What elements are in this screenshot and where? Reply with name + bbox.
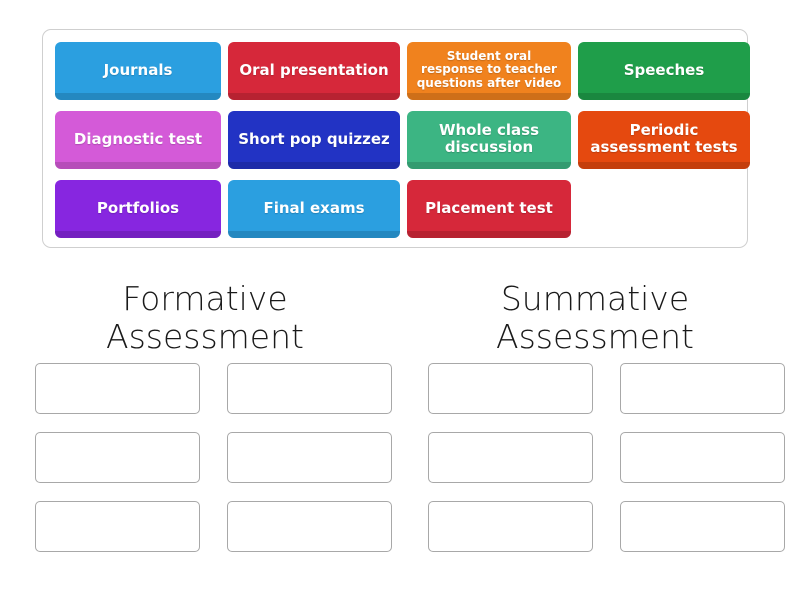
- dropzone[interactable]: [227, 501, 392, 552]
- tile-row: Diagnostic test Short pop quizzez Whole cl…: [55, 111, 750, 169]
- word-tile[interactable]: Student oral response to teacher questio…: [407, 42, 571, 100]
- column-heading-formative: Formative Assessment: [20, 279, 390, 357]
- column-heading-line-2: Assessment: [106, 317, 304, 357]
- dropzone[interactable]: [620, 501, 785, 552]
- dropzone[interactable]: [428, 432, 593, 483]
- word-tile-label: Placement test: [425, 198, 553, 217]
- tile-row: Portfolios Final exams Placement test: [55, 180, 571, 238]
- word-tile[interactable]: Oral presentation: [228, 42, 400, 100]
- column-heading-line-1: Formative: [122, 279, 288, 318]
- word-tile-label: Oral presentation: [239, 60, 389, 79]
- word-tile-label: Diagnostic test: [73, 129, 203, 148]
- word-tile-label: Whole class discussion: [438, 121, 540, 156]
- word-tile[interactable]: Journals: [55, 42, 221, 100]
- dropzone[interactable]: [35, 363, 200, 414]
- dropzone[interactable]: [620, 363, 785, 414]
- dropzone[interactable]: [620, 432, 785, 483]
- dropzone[interactable]: [227, 363, 392, 414]
- word-tile-label: Speeches: [623, 60, 705, 79]
- dropzone-grid-summative: [428, 363, 785, 552]
- column-heading-line-2: Assessment: [496, 317, 694, 357]
- word-tile-label: Student oral response to teacher questio…: [416, 49, 562, 90]
- dropzone[interactable]: [428, 363, 593, 414]
- word-tile[interactable]: Periodic assessment tests: [578, 111, 750, 169]
- column-heading-line-1: Summative: [500, 279, 690, 318]
- word-tile-label: Final exams: [263, 198, 365, 217]
- word-tile[interactable]: Placement test: [407, 180, 571, 238]
- word-tile[interactable]: Final exams: [228, 180, 400, 238]
- word-tile-label: Short pop quizzez: [238, 129, 390, 148]
- tile-bank-panel: Journals Oral presentation Student oral re…: [42, 29, 750, 248]
- dropzone-grid-formative: [35, 363, 392, 552]
- word-tile-label: Portfolios: [96, 198, 180, 217]
- word-tile[interactable]: Whole class discussion: [407, 111, 571, 169]
- word-tile[interactable]: Speeches: [578, 42, 750, 100]
- word-tile[interactable]: Short pop quizzez: [228, 111, 400, 169]
- dropzone[interactable]: [227, 432, 392, 483]
- word-tile[interactable]: Portfolios: [55, 180, 221, 238]
- word-tile[interactable]: Diagnostic test: [55, 111, 221, 169]
- tile-row: Journals Oral presentation Student oral re…: [55, 42, 750, 100]
- dropzone[interactable]: [428, 501, 593, 552]
- dropzone[interactable]: [35, 501, 200, 552]
- word-tile-label: Periodic assessment tests: [590, 121, 738, 156]
- dropzone[interactable]: [35, 432, 200, 483]
- column-heading-summative: Summative Assessment: [410, 279, 780, 357]
- word-tile-label: Journals: [103, 60, 173, 79]
